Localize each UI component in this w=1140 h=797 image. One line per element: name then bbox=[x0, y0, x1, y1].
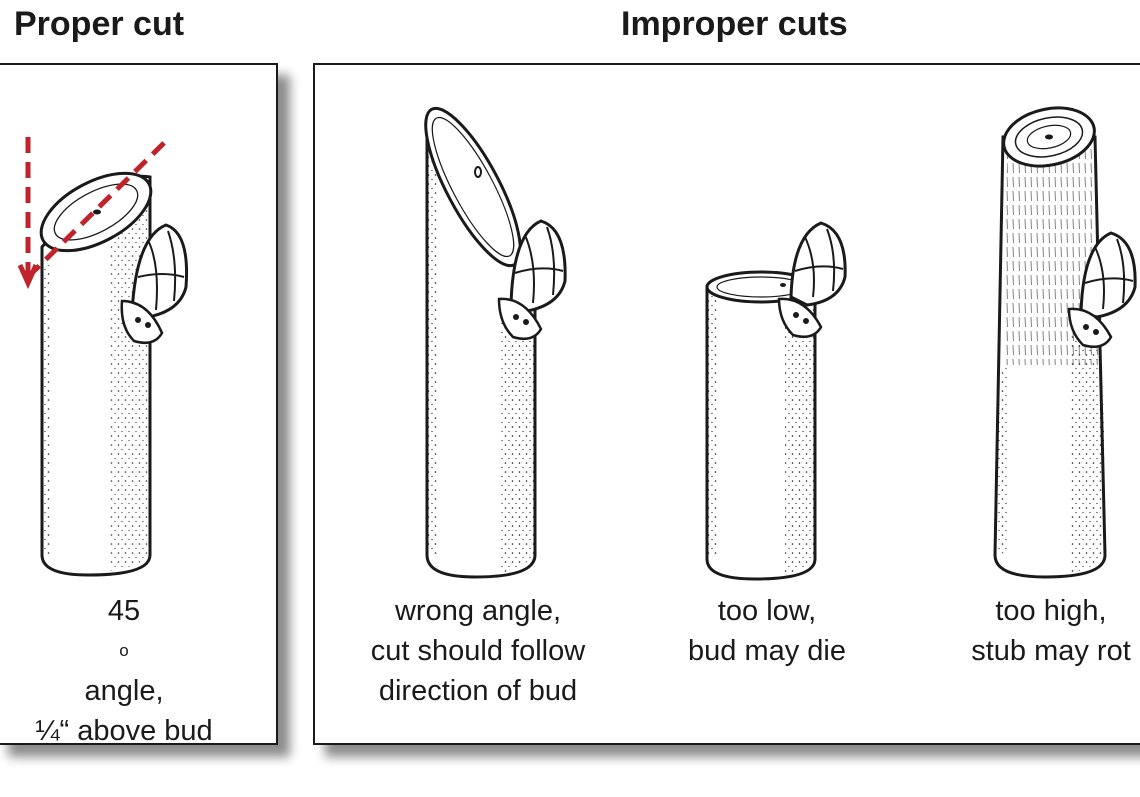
bud-too-low bbox=[777, 221, 847, 338]
too-low-caption: too low, bud may die bbox=[688, 595, 846, 667]
wrong-angle-caption: wrong angle, cut should follow direction… bbox=[370, 595, 586, 707]
stem-proper bbox=[39, 171, 153, 577]
stem-too-high bbox=[993, 106, 1107, 579]
bud-proper bbox=[120, 223, 189, 344]
bud-too-high bbox=[1067, 231, 1137, 348]
improper-cuts-heading: Improper cuts bbox=[621, 5, 848, 43]
cut-guide-lines bbox=[17, 137, 168, 290]
stem-wrong-angle bbox=[424, 106, 537, 579]
proper-cut-heading: Proper cut bbox=[14, 5, 185, 43]
improper-cuts-illustration bbox=[424, 106, 1137, 581]
stem-too-low bbox=[705, 270, 817, 581]
bud-wrong-angle bbox=[497, 219, 567, 340]
improper-cuts-panel: wrong angle, cut should follow direction… bbox=[313, 63, 1140, 745]
proper-cut-illustration bbox=[17, 137, 189, 577]
too-high-caption: too high, stub may rot bbox=[971, 595, 1131, 667]
